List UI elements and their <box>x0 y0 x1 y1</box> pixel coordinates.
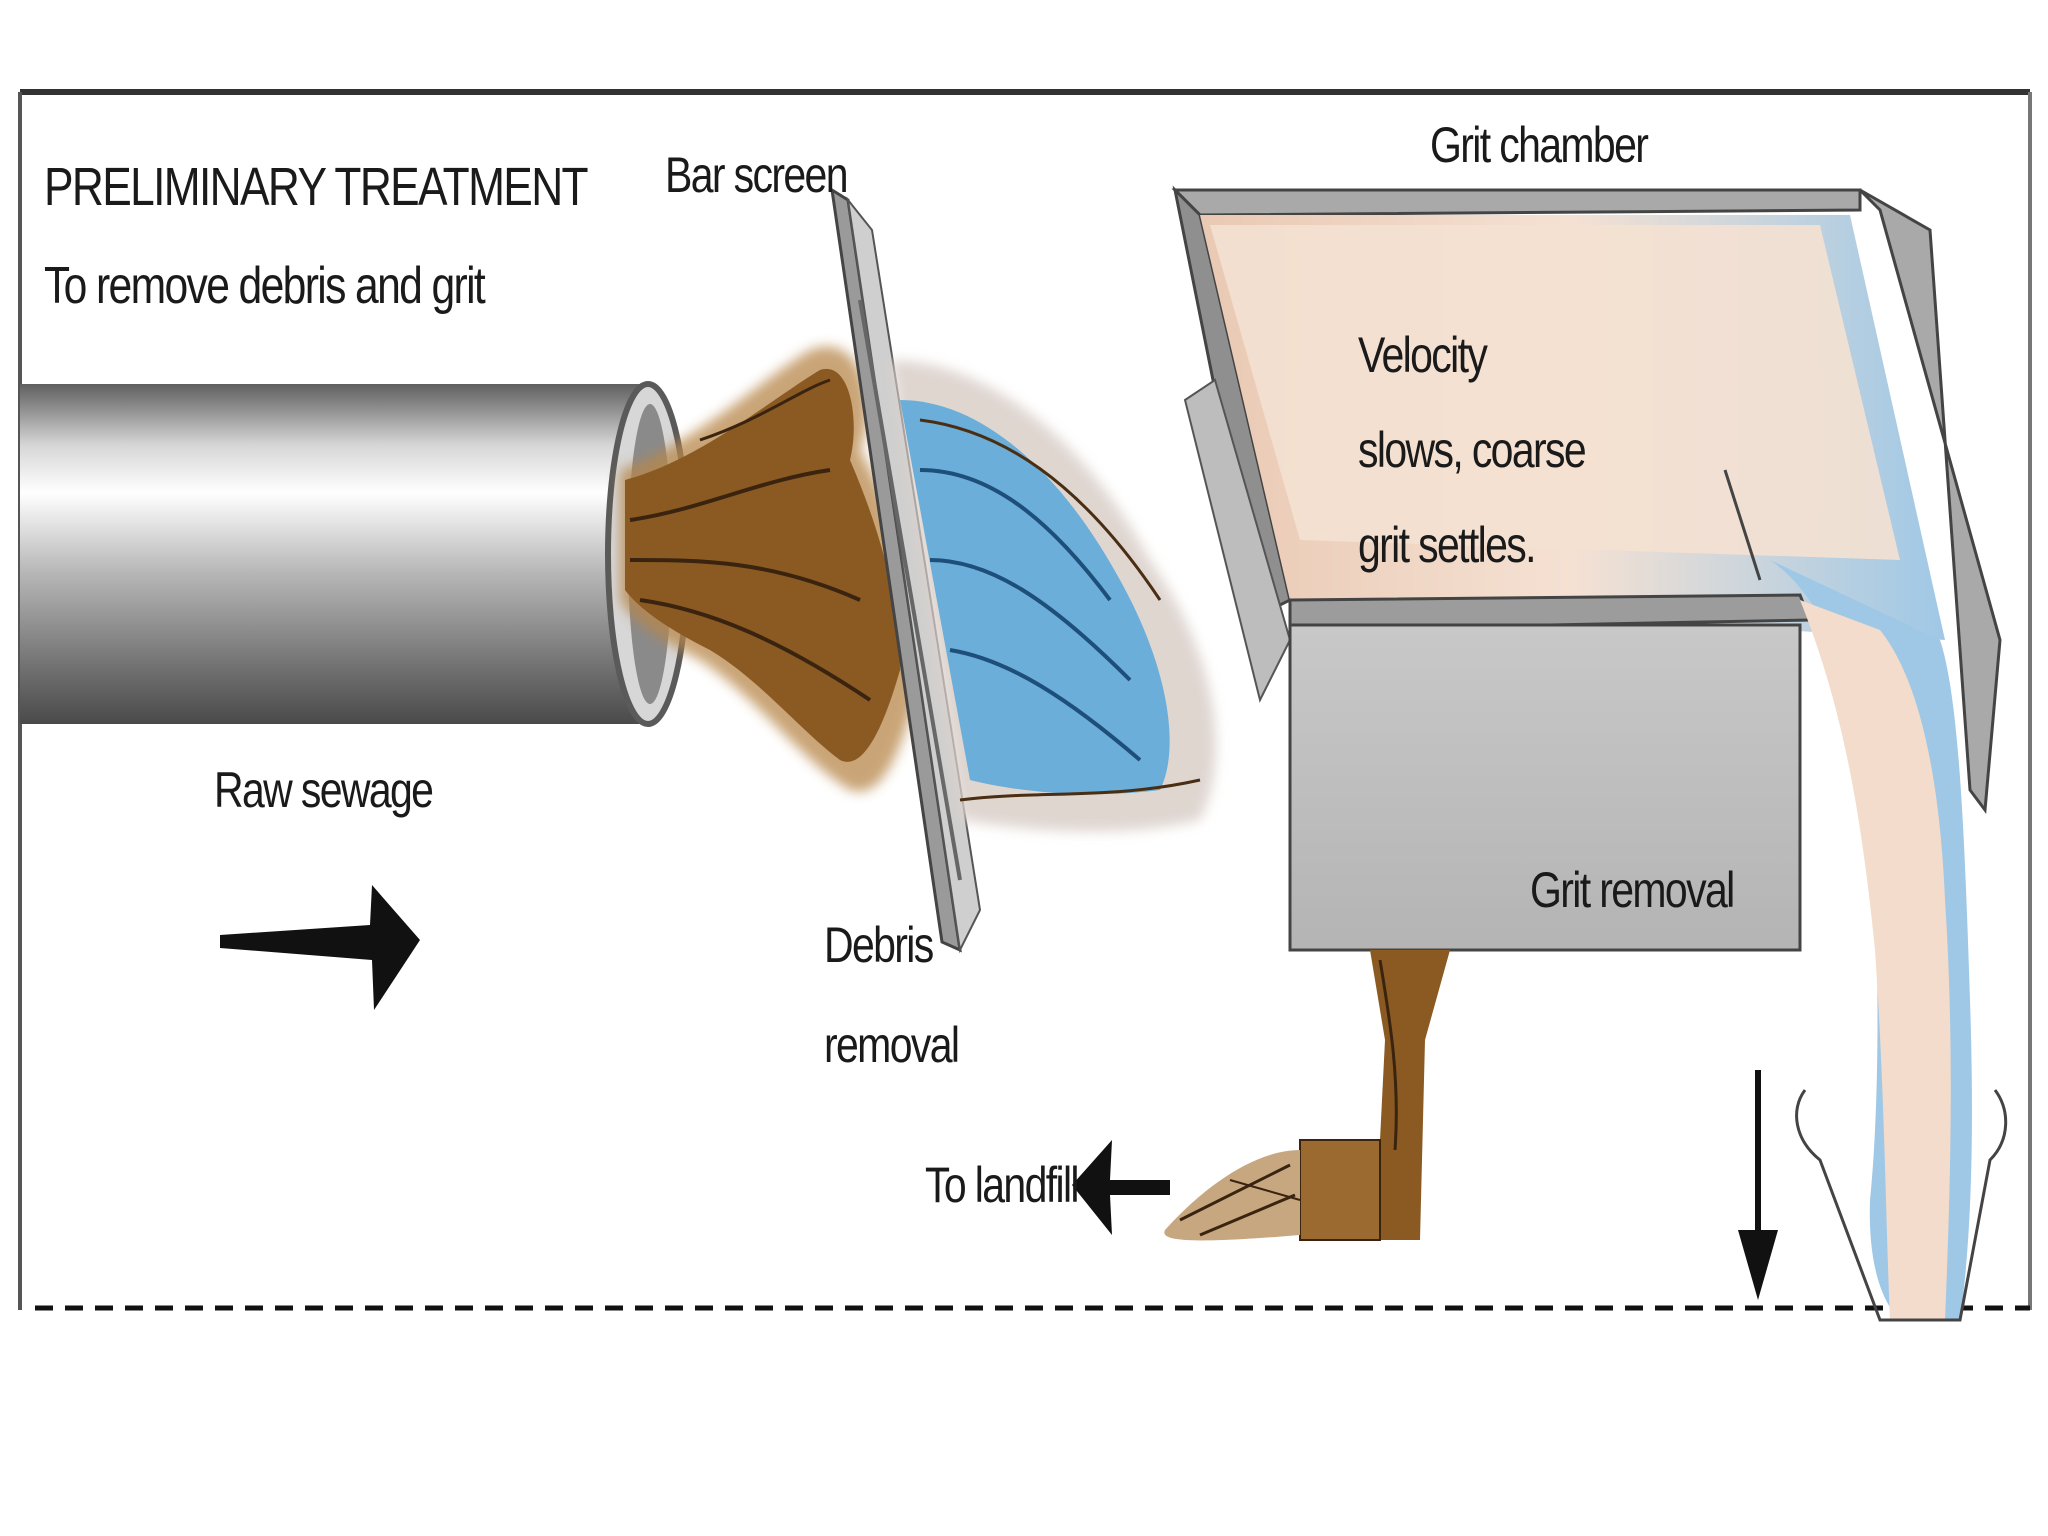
velocity-label-2: slows, coarse <box>1358 422 1587 478</box>
grit-chute <box>1164 950 1450 1241</box>
outflow-stream <box>1770 560 2008 1322</box>
bar-screen-label: Bar screen <box>665 147 848 203</box>
grit-removal-label: Grit removal <box>1530 862 1735 918</box>
bar-screen <box>830 187 982 954</box>
landfill-arrow-icon <box>1072 1140 1170 1235</box>
grit-chamber <box>1171 185 2002 952</box>
grit-chamber-label: Grit chamber <box>1430 117 1649 173</box>
raw-sewage-stream <box>620 346 920 792</box>
sewage-pipe <box>20 384 648 724</box>
velocity-label-1: Velocity <box>1358 327 1488 383</box>
flow-arrow-icon <box>220 885 420 1010</box>
down-arrow-icon <box>1738 1070 1778 1300</box>
diagram-title: PRELIMINARY TREATMENT <box>44 157 589 217</box>
to-landfill-label: To landfill <box>925 1157 1080 1213</box>
raw-sewage-label: Raw sewage <box>214 762 434 818</box>
grit-removal-box <box>1288 623 1802 952</box>
debris-removal-label-2: removal <box>824 1017 960 1073</box>
velocity-label-3: grit settles. <box>1358 517 1537 573</box>
screened-water <box>890 360 1216 832</box>
diagram-subtitle: To remove debris and grit <box>44 257 486 315</box>
debris-removal-label-1: Debris <box>824 917 934 973</box>
